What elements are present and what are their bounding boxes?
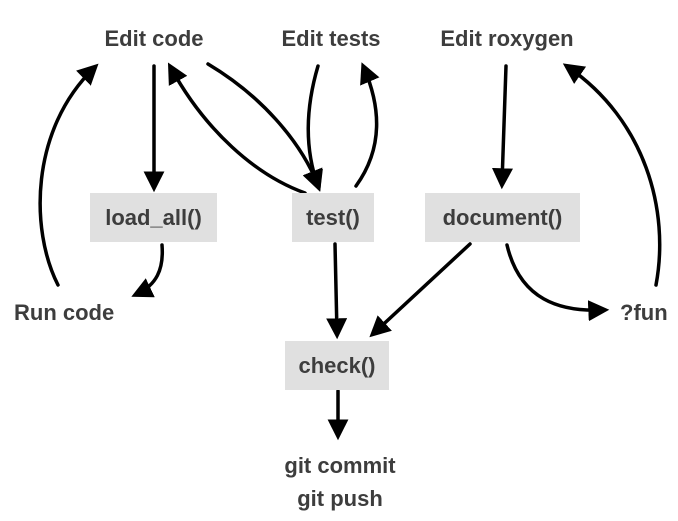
arrow-test-to-edit-code: [167, 62, 307, 195]
arrow-test-to-check: [326, 242, 348, 340]
arrow-document-to-check: [369, 242, 472, 338]
arrow-run-code-to-edit-code: [38, 63, 99, 287]
arrow-load-all-to-run-code: [131, 243, 165, 298]
arrow-test-to-edit-tests: [354, 62, 380, 188]
node-help-fun: ?fun: [620, 300, 668, 325]
arrow-edit-code-to-test: [206, 62, 323, 191]
node-run-code: Run code: [14, 300, 115, 325]
node-check: check(): [285, 341, 389, 390]
arrow-edit-roxygen-to-document: [492, 64, 513, 190]
node-test: test(): [292, 193, 374, 242]
node-edit-tests: Edit tests: [281, 26, 381, 51]
node-git-push: git push: [297, 486, 383, 511]
node-edit-roxygen: Edit roxygen: [440, 26, 574, 51]
node-document: document(): [425, 193, 580, 242]
arrow-document-to-help-fun: [505, 243, 610, 322]
node-load-all: load_all(): [90, 193, 217, 242]
arrow-edit-tests-to-test: [303, 64, 323, 192]
node-edit-code: Edit code: [104, 26, 204, 51]
arrow-help-fun-to-edit-roxygen: [562, 63, 662, 287]
node-git-commit: git commit: [284, 453, 396, 478]
